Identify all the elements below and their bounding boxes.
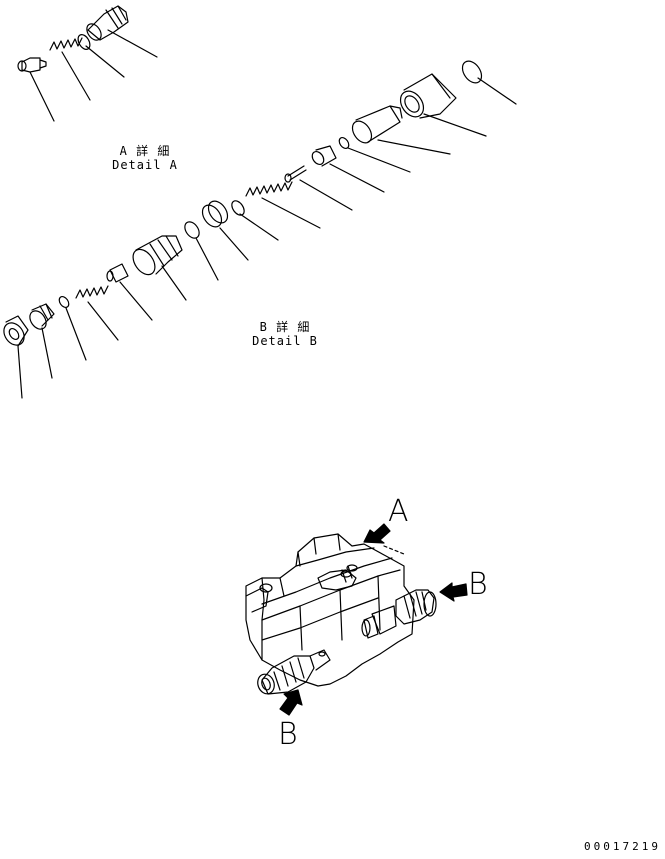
- detail-b-group: [0, 58, 516, 398]
- main-right-relief-valve: [362, 590, 436, 638]
- detail-b-caption-jp: B 詳 細: [259, 320, 311, 334]
- detail-b-spring-1: [246, 182, 320, 228]
- leader-line: [108, 30, 157, 57]
- detail-b-washer: [229, 199, 246, 218]
- detail-b-o-ring: [182, 219, 202, 241]
- callout-b-bottom-label: B: [278, 717, 298, 752]
- main-bottom-relief-valve: [255, 650, 330, 696]
- detail-a-spring: [50, 38, 90, 100]
- detail-b-lock-nut: [0, 316, 28, 398]
- detail-b-pin: [285, 166, 352, 210]
- detail-b-caption: B 詳 細 Detail B: [240, 320, 330, 348]
- detail-b-adjusting-screw: [27, 304, 54, 378]
- detail-a-poppet: [18, 58, 54, 121]
- figure-number: 00017219: [584, 840, 661, 853]
- callout-b-right-label: B: [468, 567, 488, 602]
- detail-b-poppet: [107, 264, 152, 320]
- detail-a-valve-plug: [84, 6, 157, 57]
- leader-line: [86, 46, 124, 77]
- arrow-b-bottom: [280, 690, 302, 715]
- detail-a-o-ring: [76, 33, 93, 52]
- arrow-b-right: [440, 583, 467, 601]
- detail-a-caption-jp: A 詳 細: [119, 144, 171, 158]
- main-valve-assembly: [246, 524, 467, 715]
- detail-a-group: [18, 6, 157, 121]
- detail-b-piston: [349, 106, 450, 154]
- detail-b-valve-body: [129, 236, 186, 300]
- detail-b-o-ring-large: [459, 58, 486, 87]
- detail-b-caption-en: Detail B: [252, 334, 318, 348]
- detail-b-seal: [199, 198, 248, 260]
- detail-b-spool: [310, 146, 384, 192]
- arrow-a: [364, 524, 390, 543]
- callout-a-label: A: [388, 494, 409, 529]
- detail-a-caption-en: Detail A: [112, 158, 178, 172]
- detail-a-caption: A 詳 細 Detail A: [100, 144, 190, 172]
- detail-b-small-ring: [57, 295, 70, 309]
- detail-b-spring-2: [76, 286, 118, 340]
- detail-b-sleeve: [396, 74, 486, 136]
